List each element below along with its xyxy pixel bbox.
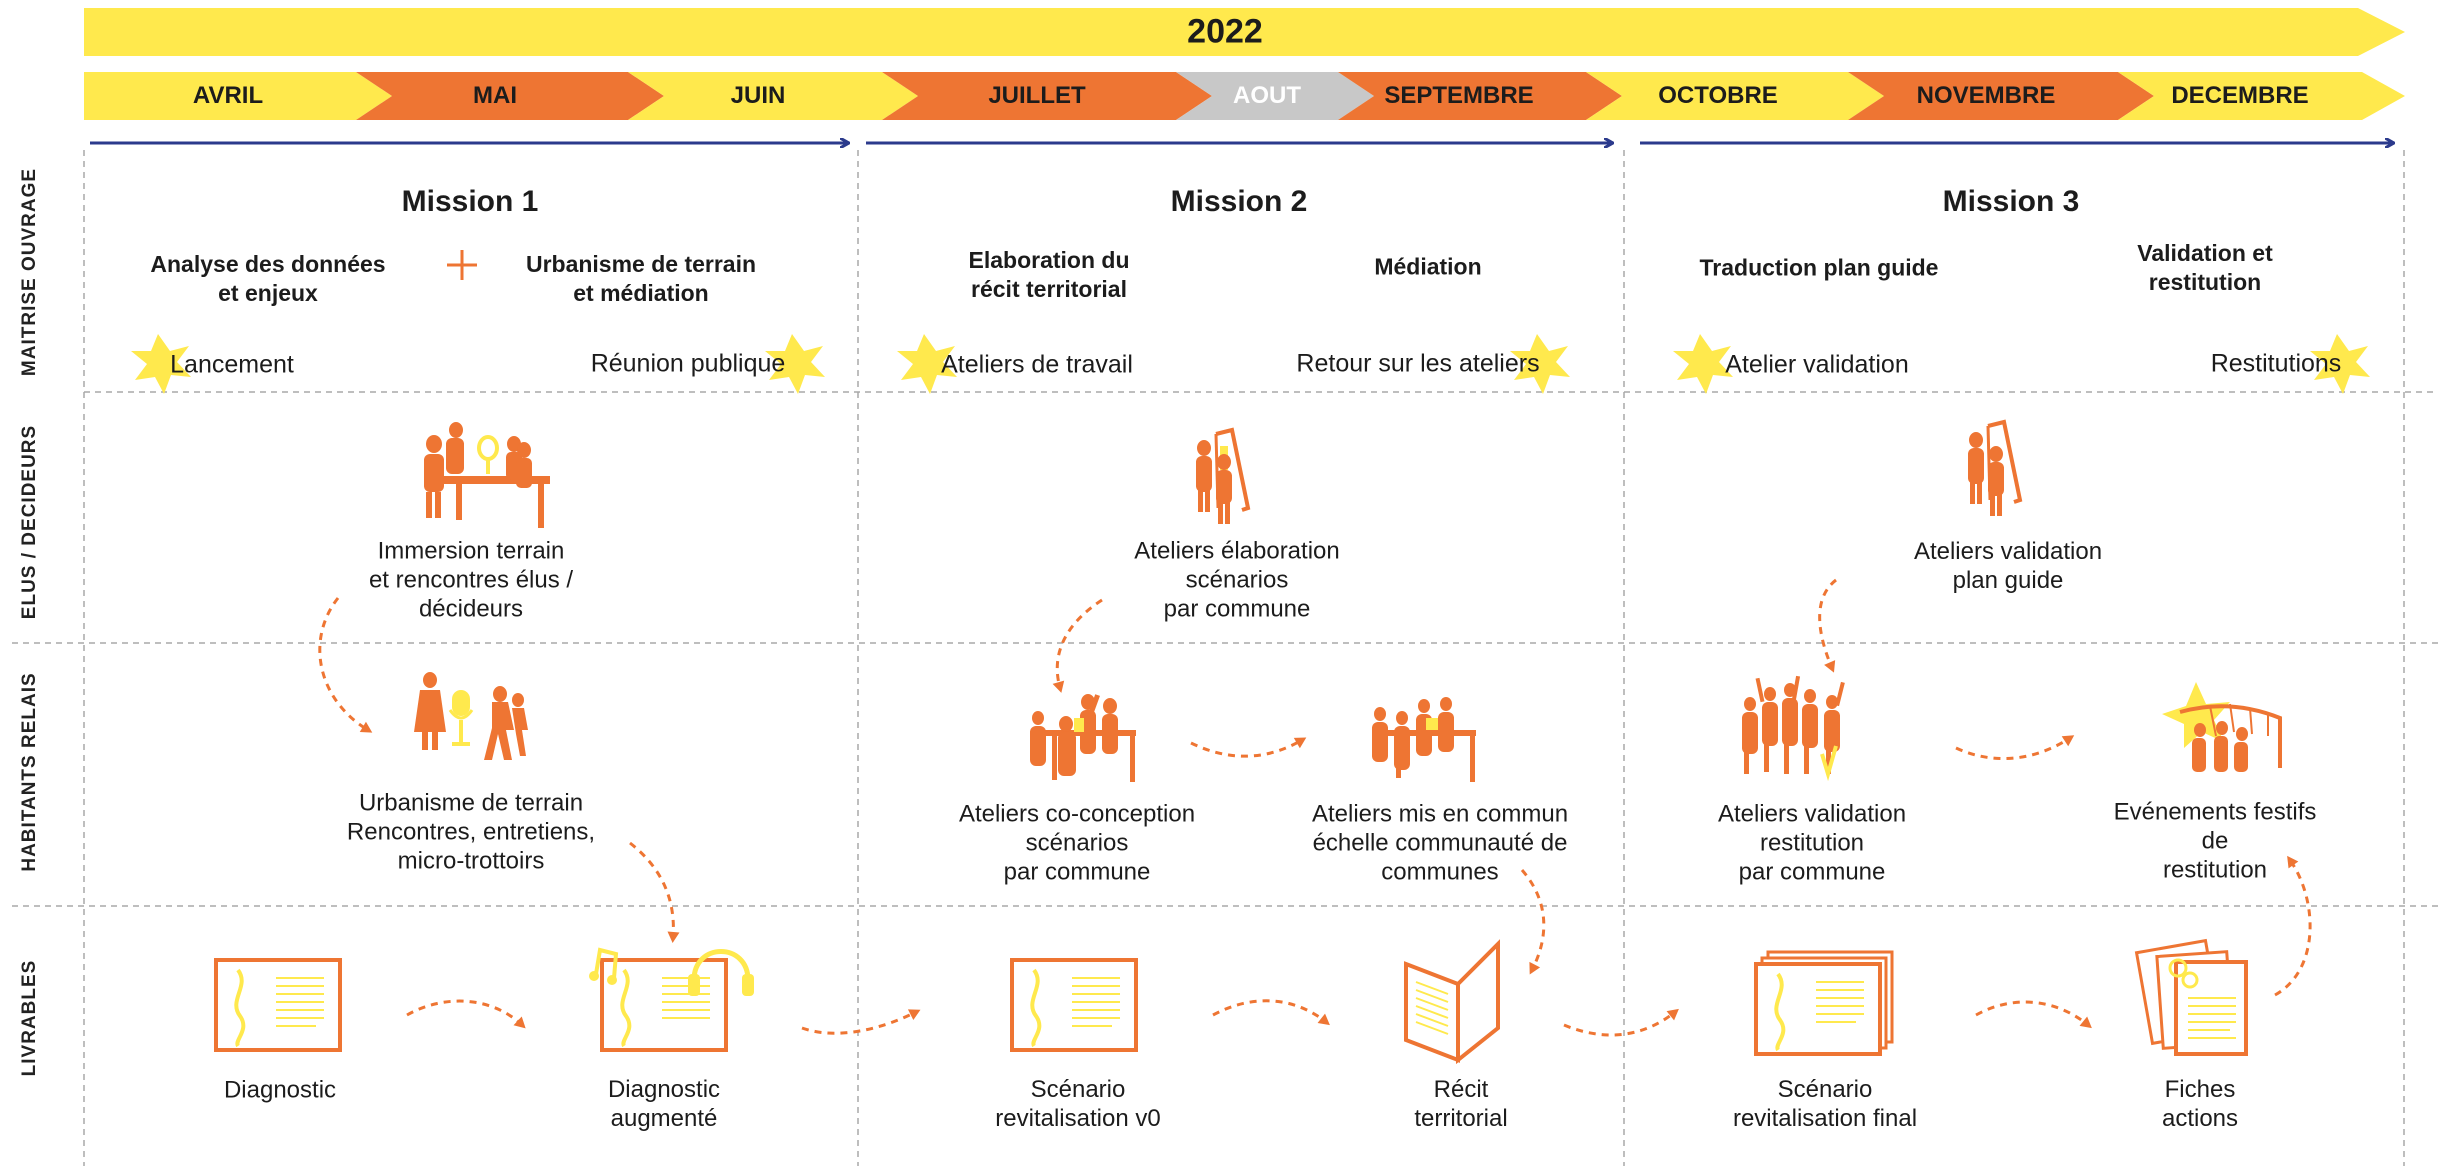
map-headphones-icon [589,947,754,1052]
mission-2-title: Mission 2 [1170,185,1308,218]
deliverable-fiches-actions: Fiches actions [2161,1076,2239,1132]
year-label: 2022 [1187,12,1263,51]
month-chevron-juin [628,72,918,120]
month-juin: JUIN [730,82,786,109]
star-icon [765,334,825,394]
row-label-livrables: LIVRABLES [19,959,40,1077]
month-chevron-avril [84,72,392,120]
month-avril: AVRIL [192,82,264,109]
star-icon [2310,334,2370,394]
activity-ateliers-validation-plan-guide: Ateliers validation plan guide [1913,538,2103,594]
grid-lines [12,150,2438,1166]
event-retour-ateliers: Retour sur les ateliers [1296,349,1540,378]
month-chevron-novembre [1848,72,2154,120]
month-decembre: DECEMBRE [2171,82,2309,109]
star-icon [1510,334,1570,394]
deliverable-diagnostic-augmente: Diagnostic augmenté [607,1076,721,1132]
board-presentation-icon [1968,419,2023,516]
flow-arrow [801,1009,921,1035]
festive-event-icon [2162,682,2282,772]
workshop-table-icon [1030,694,1136,782]
map-document-icon [1010,958,1138,1052]
flow-arrow [1190,737,1307,758]
activity-ateliers-elaboration: Ateliers élaboration scénarios par commu… [1134,537,1340,623]
month-octobre: OCTOBRE [1658,82,1778,109]
flow-arrow [1818,578,1837,673]
phase-mediation: Médiation [1374,253,1482,280]
map-document-icon [214,958,342,1052]
flow-arrow [629,841,680,943]
activity-urbanisme-terrain: Urbanisme de terrain Rencontres, entreti… [346,789,596,875]
row-label-habitants-relais: HABITANTS RELAIS [19,672,40,872]
deliverable-scenario-v0: Scénario revitalisation v0 [995,1076,1161,1132]
event-ateliers-travail: Ateliers de travail [941,350,1133,379]
month-chevron-juillet [882,72,1212,120]
flow-arrow [1975,1000,2092,1029]
star-icon [131,334,191,394]
table-meeting-icon [424,422,550,528]
flow-arrow [1520,869,1546,975]
month-chevron-septembre [1338,72,1622,120]
flow-arrow [1052,598,1103,693]
flow-arrows [318,578,2312,1037]
star-icon [897,334,957,394]
mission-3-title: Mission 3 [1942,185,2080,218]
mission-1-title: Mission 1 [401,185,539,218]
event-lancement: Lancement [170,350,294,379]
activity-immersion-terrain: Immersion terrain et rencontres élus / d… [368,537,574,623]
row-label-maitrise-ouvrage: MAITRISE OUVRAGE [19,167,40,377]
phase-traduction-plan-guide: Traduction plan guide [1699,254,1939,281]
phase-validation-restitution: Validation et restitution [2137,240,2273,295]
phase-elaboration-recit: Elaboration du récit territorial [968,247,1130,302]
deliverable-diagnostic: Diagnostic [223,1076,337,1104]
deliverable-scenario-final: Scénario revitalisation final [1732,1076,1918,1132]
board-presentation-icon [1196,427,1251,524]
month-chevron-mai [356,72,664,120]
row-label-elus-decideurs: ELUS / DECIDEURS [19,424,40,620]
month-chevron-octobre [1586,72,1884,120]
activity-ateliers-co-conception: Ateliers co-conception scénarios par com… [958,800,1196,886]
star-icon [1673,334,1733,394]
month-chevron-decembre [2118,72,2405,120]
event-stars [131,334,2370,394]
stacked-maps-icon [1754,950,1894,1056]
flow-arrow [1955,735,2075,761]
action-sheets-icon [2134,938,2248,1056]
microphone-interview-icon [414,672,528,760]
plus-sign [447,250,477,280]
flow-arrow [406,999,526,1029]
month-band [84,72,2405,120]
month-chevron-aout [1176,72,1374,120]
phase-analyse: Analyse des données et enjeux [150,251,386,306]
year-banner [84,8,2405,56]
crowd-vote-icon [1742,675,1845,782]
folded-booklet-icon [1404,939,1500,1065]
phase-urbanisme-mediation: Urbanisme de terrain et médiation [525,251,757,306]
shared-workshop-icon [1372,697,1476,782]
event-restitutions: Restitutions [2210,349,2342,378]
flow-arrow [318,597,373,733]
flow-arrow [1563,1008,1679,1037]
event-reunion-publique: Réunion publique [590,349,786,378]
month-septembre: SEPTEMBRE [1384,82,1534,109]
event-atelier-validation: Atelier validation [1725,350,1909,379]
flow-arrow [2274,855,2312,997]
flow-arrow [1212,999,1330,1026]
month-mai: MAI [473,82,517,109]
deliverable-recit-territorial: Récit territorial [1414,1076,1508,1132]
activity-evenements-festifs: Evénements festifs de restitution [2113,798,2317,884]
month-juillet: JUILLET [988,82,1086,109]
month-novembre: NOVEMBRE [1916,82,2056,109]
activity-ateliers-validation-restitution: Ateliers validation restitution par comm… [1717,800,1907,886]
month-aout: AOUT [1233,82,1301,109]
activity-ateliers-mis-en-commun: Ateliers mis en commun échelle communaut… [1311,800,1569,886]
